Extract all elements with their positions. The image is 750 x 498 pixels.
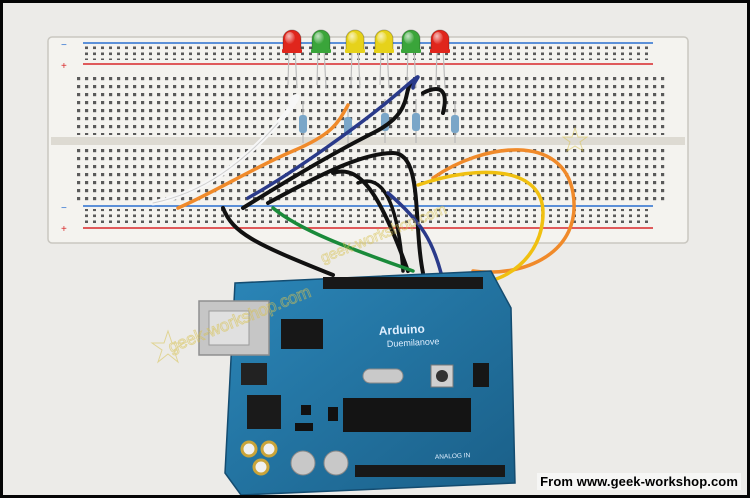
- svg-text:+: +: [61, 224, 67, 235]
- led: [282, 29, 302, 89]
- svg-text:+: +: [61, 61, 67, 72]
- led: [345, 29, 365, 89]
- resistors: [299, 99, 459, 145]
- wires: [150, 75, 576, 285]
- star-icon: [150, 329, 186, 364]
- board-logo-text: Arduino: [378, 322, 425, 338]
- photo: − + − +: [3, 3, 747, 495]
- led: [311, 29, 331, 89]
- caption: From www.geek-workshop.com: [537, 473, 741, 490]
- breadboard: − + − +: [47, 36, 689, 244]
- led: [374, 29, 394, 89]
- svg-text:−: −: [61, 203, 67, 214]
- led: [430, 29, 450, 89]
- star-icon: [561, 126, 589, 153]
- arduino-board: Arduino Duemilanove ANALOG IN: [198, 270, 516, 495]
- board-sub-text: Duemilanove: [387, 336, 440, 349]
- svg-text:−: −: [61, 40, 67, 51]
- board-analog-label: ANALOG IN: [435, 452, 471, 461]
